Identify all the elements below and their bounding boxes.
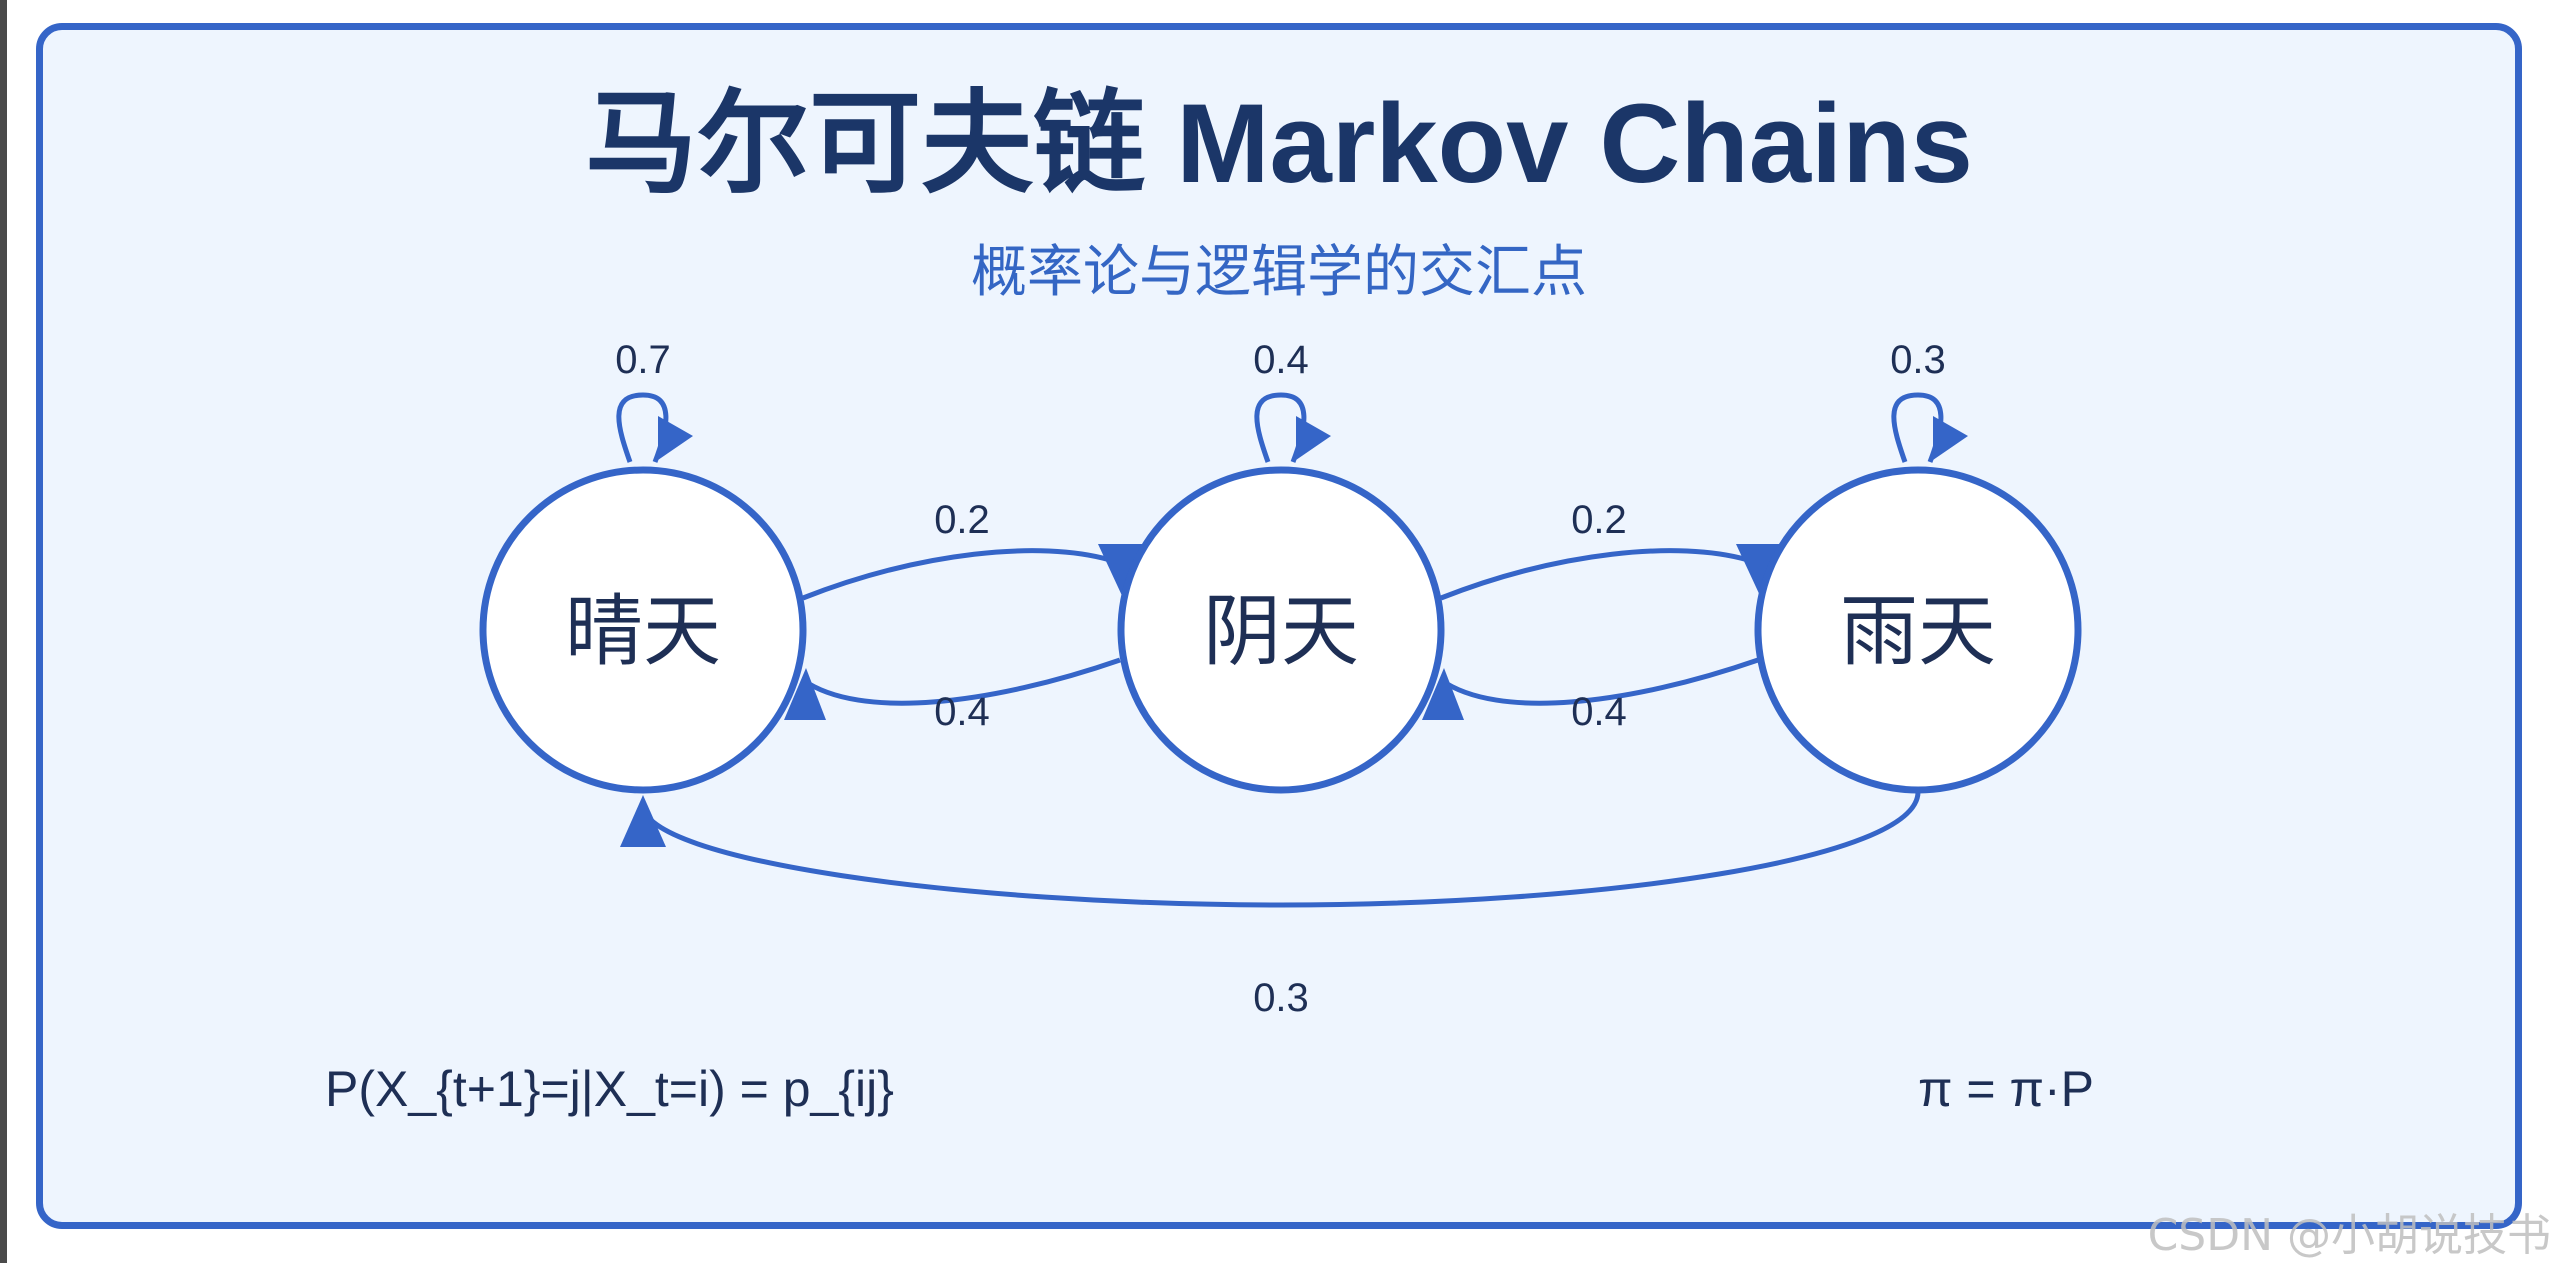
prob-label-cloudy-to-sunny: 0.4 — [934, 690, 990, 734]
state-circle-sunny — [479, 466, 807, 794]
page-title: 马尔可夫链 Markov Chains — [585, 81, 1973, 206]
transition-formula: P(X_{t+1}=j|X_t=i) = p_{ij} — [325, 1061, 894, 1117]
page-subtitle: 概率论与逻辑学的交汇点 — [971, 240, 1587, 303]
arrowhead-cloudy-to-sunny — [784, 668, 826, 720]
state-node-cloudy: 阴天 — [1117, 466, 1445, 794]
prob-label-rainy-to-cloudy: 0.4 — [1571, 690, 1627, 734]
prob-label-sunny-self: 0.7 — [615, 338, 671, 382]
edge-arrowheads — [620, 416, 1968, 847]
arrowhead-cloudy-to-rainy — [1736, 544, 1781, 600]
prob-label-sunny-to-cloudy: 0.2 — [934, 498, 990, 542]
window-left-edge — [0, 0, 7, 1263]
probability-labels: 0.7 0.4 0.3 0.2 0.4 0.2 0.4 0.3 — [615, 338, 1946, 1020]
edge-rainy-to-sunny — [640, 791, 1921, 908]
watermark: CSDN @小胡说技书 — [2147, 1210, 2551, 1261]
arrowhead-cloudy-self — [1296, 416, 1331, 460]
state-node-sunny: 晴天 — [479, 466, 807, 794]
arrowhead-rainy-self — [1933, 416, 1968, 460]
state-circle-cloudy — [1117, 466, 1445, 794]
arrowhead-rainy-to-cloudy — [1422, 668, 1464, 720]
state-label-sunny: 晴天 — [565, 587, 721, 675]
prob-label-cloudy-to-rainy: 0.2 — [1571, 498, 1627, 542]
prob-label-cloudy-self: 0.4 — [1253, 338, 1309, 382]
arrowhead-rainy-to-sunny — [620, 795, 666, 847]
state-label-rainy: 雨天 — [1840, 587, 1996, 675]
arrowhead-sunny-self — [658, 416, 693, 460]
edge-cloudy-to-rainy — [1440, 548, 1749, 601]
state-node-rainy: 雨天 — [1754, 466, 2082, 794]
prob-label-rainy-to-sunny: 0.3 — [1253, 976, 1309, 1020]
edge-rainy-to-cloudy — [1439, 657, 1759, 706]
state-circle-rainy — [1754, 466, 2082, 794]
arrowhead-sunny-to-cloudy — [1098, 544, 1143, 600]
stationary-formula: π = π·P — [1918, 1061, 2094, 1117]
state-label-cloudy: 阴天 — [1203, 587, 1359, 675]
edge-sunny-to-cloudy — [802, 548, 1111, 601]
prob-label-rainy-self: 0.3 — [1890, 338, 1946, 382]
edge-cloudy-to-sunny — [801, 657, 1121, 706]
